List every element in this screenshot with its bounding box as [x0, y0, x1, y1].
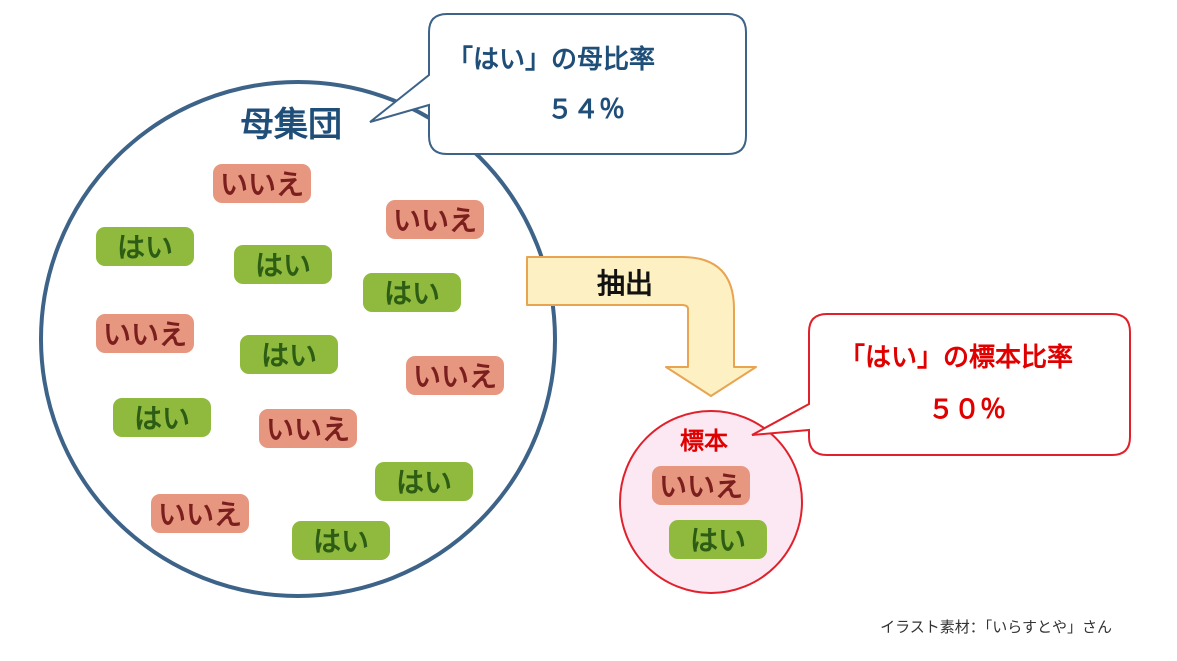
chip-label: いいえ	[103, 318, 187, 351]
chip-label: はい	[396, 466, 452, 499]
population-chip: いいえ	[96, 314, 194, 353]
chip-no-bg	[652, 466, 750, 505]
chip-no-bg	[96, 314, 194, 353]
chip-label: いいえ	[220, 168, 304, 201]
chip-no-bg	[151, 494, 249, 533]
chip-label: はい	[690, 524, 746, 557]
chip-yes-bg	[96, 227, 194, 266]
chip-no-bg	[406, 356, 504, 395]
chip-label: いいえ	[393, 204, 477, 237]
population-title: 母集団	[240, 105, 342, 145]
population-chip: いいえ	[259, 409, 357, 448]
chip-yes-bg	[234, 245, 332, 284]
population-chip: いいえ	[406, 356, 504, 395]
population-ratio-label: 「はい」の母比率	[447, 44, 655, 75]
chip-no-bg	[386, 200, 484, 239]
chip-yes-bg	[375, 462, 473, 501]
chip-yes-bg	[363, 273, 461, 312]
sample-chip: いいえ	[652, 466, 750, 505]
chip-label: はい	[117, 231, 173, 264]
extraction-arrow-shape	[526, 256, 757, 397]
population-chip: はい	[96, 227, 194, 266]
chip-no-bg	[213, 164, 311, 203]
extraction-label: 抽出	[597, 267, 653, 300]
population-chip-group: いいえ いいえ はい はい はい いいえ はい いいえ	[96, 164, 504, 560]
chip-label: はい	[255, 249, 311, 282]
illustration-credit: イラスト素材：「いらすとや」さん	[880, 618, 1112, 636]
sample-chip-group: いいえ はい	[652, 466, 767, 559]
chip-label: いいえ	[659, 470, 743, 503]
chip-label: はい	[261, 339, 317, 372]
chip-label: はい	[134, 402, 190, 435]
population-chip: はい	[113, 398, 211, 437]
sample-chip: はい	[669, 520, 767, 559]
sample-callout-bubble	[751, 313, 1131, 456]
population-chip: はい	[234, 245, 332, 284]
chip-label: いいえ	[413, 360, 497, 393]
population-chip: いいえ	[386, 200, 484, 239]
population-chip: はい	[363, 273, 461, 312]
population-chip: はい	[240, 335, 338, 374]
population-chip: いいえ	[151, 494, 249, 533]
sample-ratio-value: ５０％	[928, 395, 1006, 425]
population-ratio-value: ５４％	[547, 95, 625, 125]
chip-no-bg	[259, 409, 357, 448]
sample-callout: 「はい」の標本比率 ５０％	[751, 313, 1131, 456]
sample-ratio-label: 「はい」の標本比率	[839, 342, 1073, 373]
population-chip: はい	[375, 462, 473, 501]
chip-yes-bg	[292, 521, 390, 560]
population-chip: いいえ	[213, 164, 311, 203]
chip-yes-bg	[669, 520, 767, 559]
extraction-arrow: 抽出	[526, 256, 757, 397]
population-callout-bubble	[369, 13, 747, 155]
sample-title: 標本	[680, 427, 728, 455]
chip-yes-bg	[240, 335, 338, 374]
chip-yes-bg	[113, 398, 211, 437]
chip-label: いいえ	[158, 498, 242, 531]
chip-label: はい	[384, 277, 440, 310]
population-callout: 「はい」の母比率 ５４％	[369, 13, 747, 155]
chip-label: いいえ	[266, 413, 350, 446]
chip-label: はい	[313, 525, 369, 558]
population-chip: はい	[292, 521, 390, 560]
